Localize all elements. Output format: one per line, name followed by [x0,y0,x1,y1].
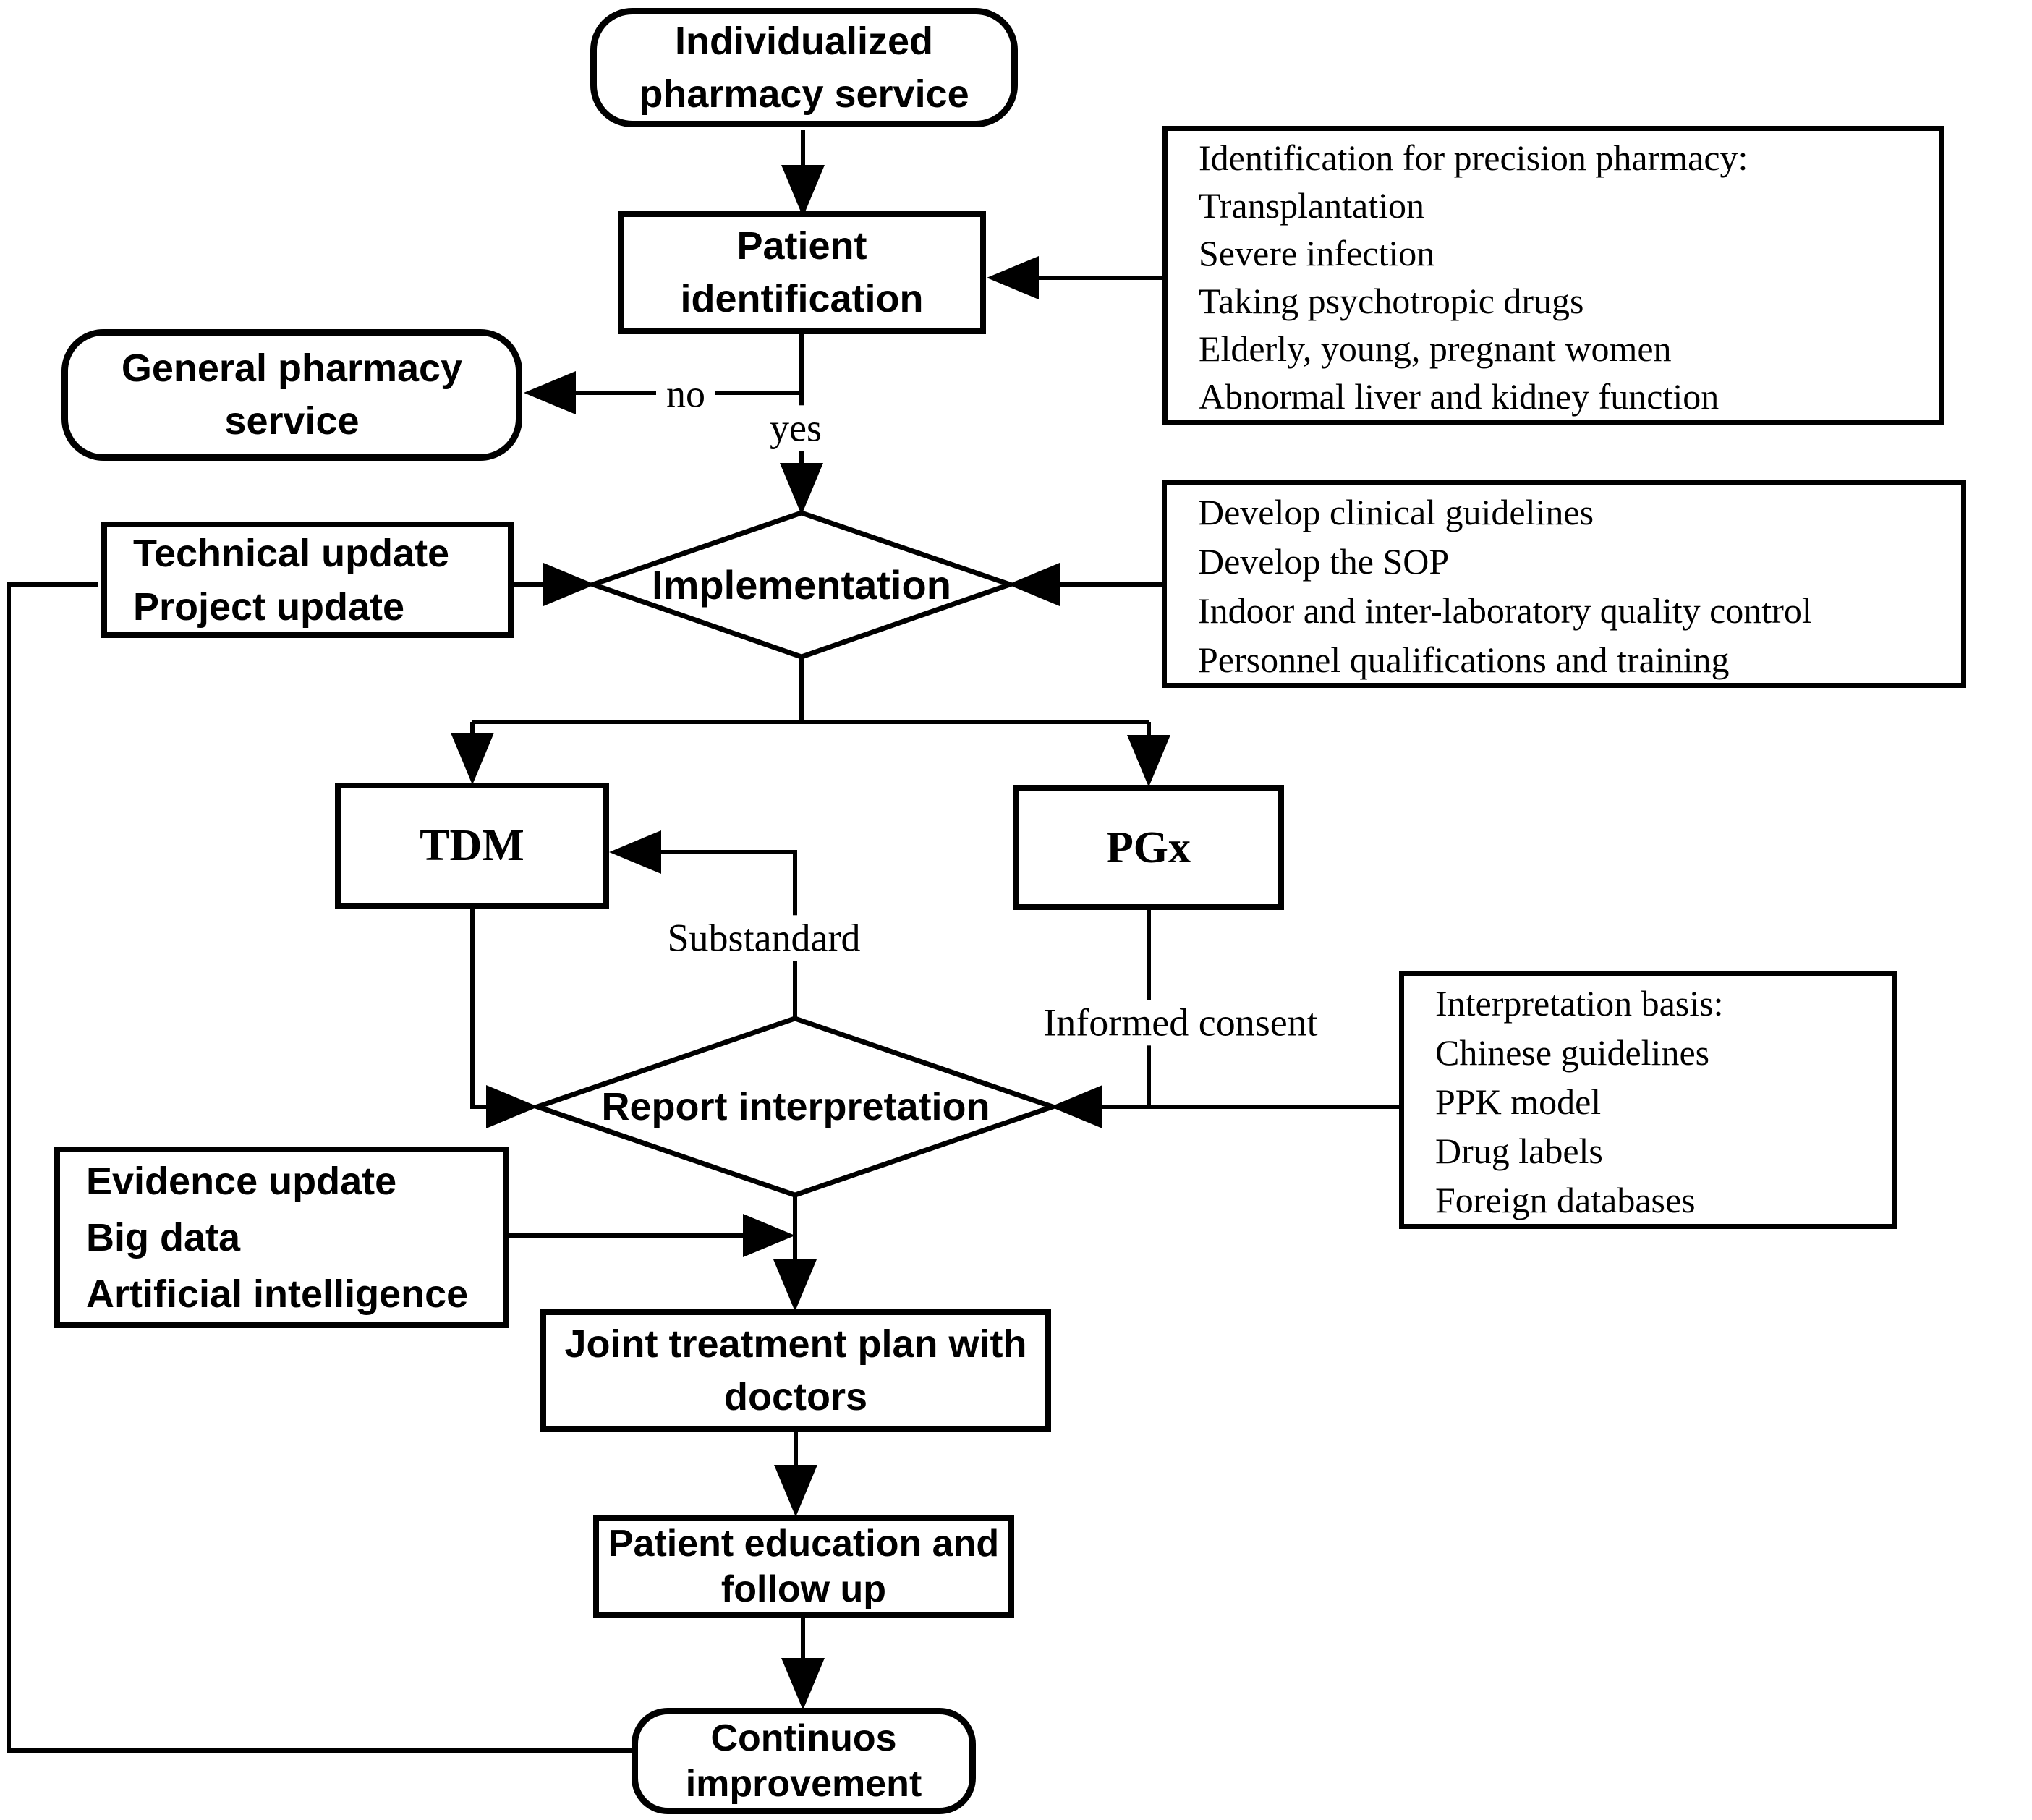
node-general-pharmacy-service-label: General pharmacy service [121,346,463,443]
node-joint-treatment-plan-label: Joint treatment plan with doctors [564,1322,1027,1419]
evidence-update-line-1: Evidence update [86,1159,397,1203]
identification-criteria-line-6: Abnormal liver and kidney function [1199,376,1719,417]
node-implementation-label: Implementation [652,561,951,608]
note-identification-criteria: Identification for precision pharmacy: T… [1162,126,1944,425]
edge-tdm-to-report-interpretation [470,909,538,1128]
interpretation-basis-line-5: Foreign databases [1435,1180,1696,1220]
implementation-tasks-line-2: Develop the SOP [1198,541,1450,582]
node-report-interpretation-label: Report interpretation [601,1085,990,1128]
identification-criteria-line-5: Elderly, young, pregnant women [1199,328,1672,369]
node-patient-education-label: Patient education and follow up [608,1523,1000,1610]
interpretation-basis-line-3: PPK model [1435,1081,1602,1122]
edge-label-no: no [656,371,715,417]
node-pgx: PGx [1013,785,1284,910]
note-interpretation-basis: Interpretation basis: Chinese guidelines… [1399,971,1897,1229]
node-evidence-update: Evidence update Big data Artificial inte… [54,1147,509,1328]
node-individualized-pharmacy-service-label: Individualized pharmacy service [639,19,969,116]
implementation-tasks-line-3: Indoor and inter-laboratory quality cont… [1198,590,1812,631]
node-patient-identification: Patient identification [618,211,986,334]
identification-criteria-line-3: Severe infection [1199,233,1435,273]
node-joint-treatment-plan: Joint treatment plan with doctors [540,1309,1051,1432]
edge-label-substandard: Substandard [657,915,871,961]
node-continuous-improvement: Continuos improvement [632,1708,976,1814]
edge-label-informed-consent: Informed consent [1033,1000,1328,1046]
node-individualized-pharmacy-service: Individualized pharmacy service [590,8,1018,127]
technical-update-line-2: Project update [133,584,405,629]
node-patient-identification-label: Patient identification [680,224,924,320]
interpretation-basis-line-2: Chinese guidelines [1435,1032,1710,1073]
identification-criteria-line-1: Identification for precision pharmacy: [1199,137,1748,178]
evidence-update-line-2: Big data [86,1215,241,1259]
node-technical-update: Technical update Project update [101,522,514,638]
interpretation-basis-line-4: Drug labels [1435,1131,1603,1171]
edge-substandard-to-tdm [609,830,797,1019]
identification-criteria-line-4: Taking psychotropic drugs [1199,281,1584,321]
node-tdm: TDM [335,783,609,909]
node-tdm-label: TDM [420,821,524,870]
node-patient-education: Patient education and follow up [593,1515,1014,1618]
implementation-tasks-line-4: Personnel qualifications and training [1198,639,1730,680]
node-continuous-improvement-label: Continuos improvement [685,1717,922,1805]
edge-continuous-feedback-to-technical-update [7,582,632,1753]
edge-label-yes: yes [760,405,832,451]
implementation-tasks-line-1: Develop clinical guidelines [1198,492,1594,532]
evidence-update-line-3: Artificial intelligence [86,1272,469,1316]
interpretation-basis-line-1: Interpretation basis: [1435,983,1724,1024]
identification-criteria-line-2: Transplantation [1199,185,1425,226]
technical-update-line-1: Technical update [133,531,450,575]
node-pgx-label: PGx [1105,822,1191,872]
node-general-pharmacy-service: General pharmacy service [61,329,522,461]
note-implementation-tasks: Develop clinical guidelines Develop the … [1162,480,1966,688]
